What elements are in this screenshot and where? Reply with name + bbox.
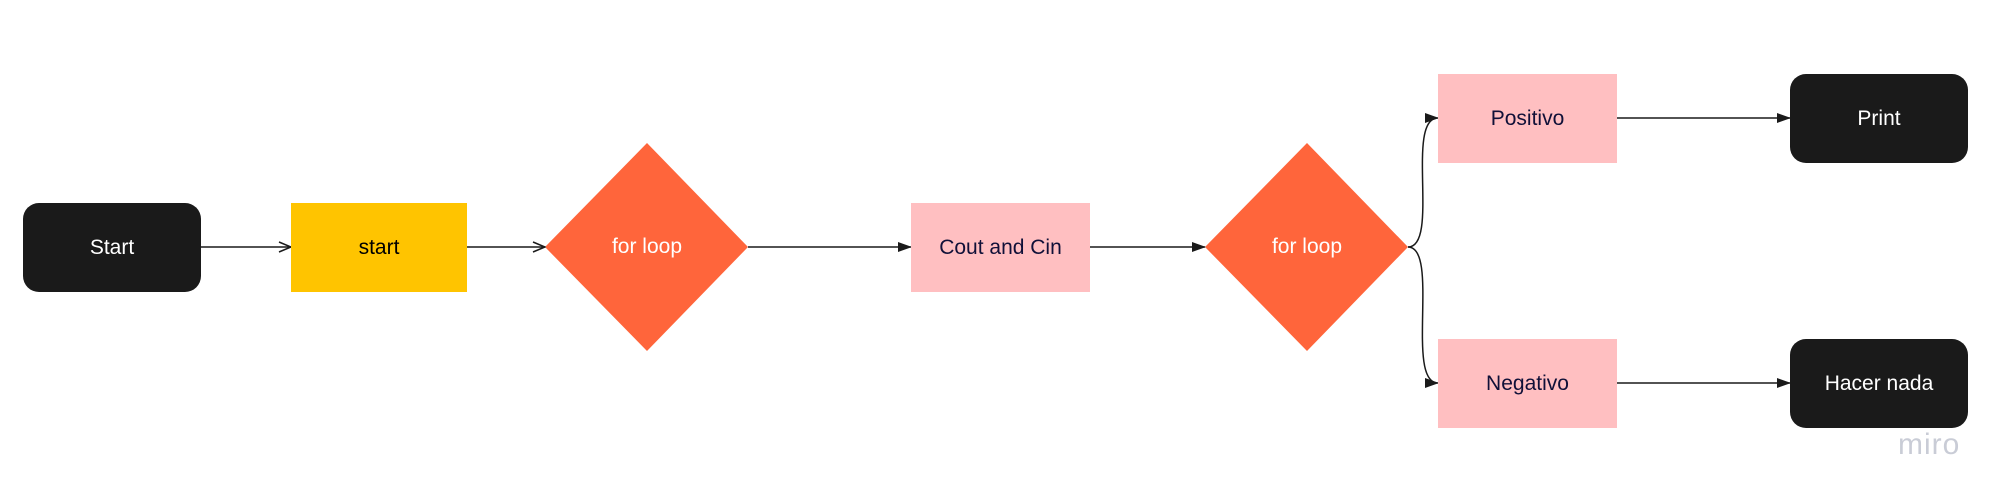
print-label: Print (1857, 106, 1901, 130)
cout-cin-label: Cout and Cin (939, 235, 1062, 259)
start-process-node[interactable]: start (291, 203, 467, 292)
start-process-label: start (358, 235, 400, 259)
cout-cin-node[interactable]: Cout and Cin (911, 203, 1090, 292)
start-terminal-label: Start (89, 235, 135, 259)
print-terminal-node[interactable]: Print (1790, 74, 1968, 163)
negativo-label: Negativo (1486, 371, 1569, 395)
decision-2-label: for loop (1271, 235, 1343, 258)
positivo-label: Positivo (1490, 106, 1565, 130)
decision-diamond-1[interactable] (545, 143, 748, 351)
decision-diamond-2[interactable] (1205, 143, 1408, 351)
decision-1-label: for loop (611, 235, 683, 258)
connector-decision-2-to-negativo (1407, 246, 1439, 388)
start-terminal-node[interactable]: Start (23, 203, 201, 292)
negativo-node[interactable]: Negativo (1438, 339, 1617, 428)
hacer-nada-terminal-node[interactable]: Hacer nada (1790, 339, 1968, 428)
connector-decision-2-to-positivo (1407, 113, 1439, 248)
hacer-nada-label: Hacer nada (1824, 371, 1934, 395)
positivo-node[interactable]: Positivo (1438, 74, 1617, 163)
miro-watermark-logo: miro (1898, 428, 1961, 461)
